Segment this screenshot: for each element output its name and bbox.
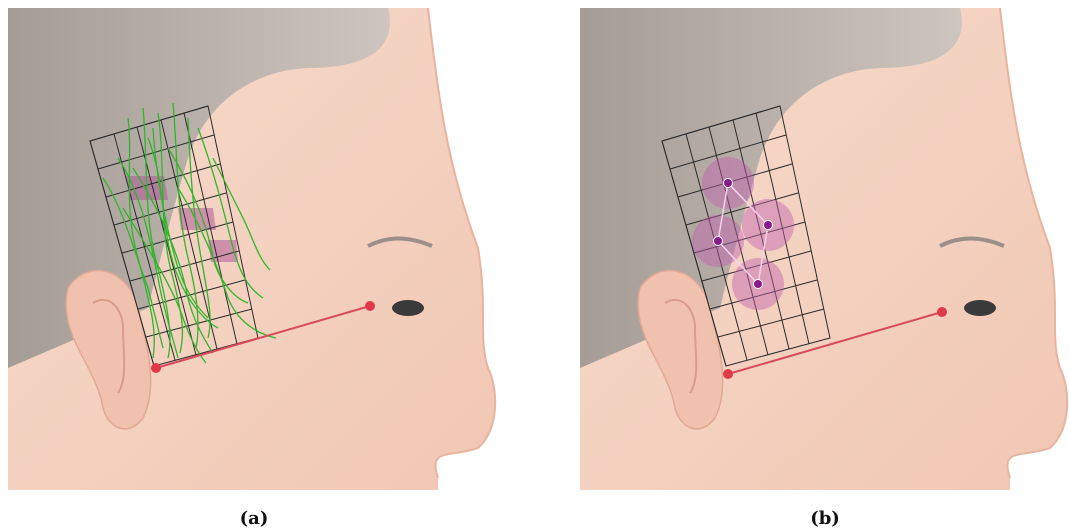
panel-a-illustration <box>8 8 500 490</box>
panel-caption-b: (b) <box>795 508 855 529</box>
graft-point <box>724 179 733 188</box>
face-illustration <box>580 8 1069 490</box>
graft-point <box>714 237 723 246</box>
reference-point <box>365 301 375 311</box>
face-illustration <box>8 8 500 490</box>
panel-b-illustration <box>580 8 1069 490</box>
graft-point <box>764 221 773 230</box>
panel-caption-a: (a) <box>224 508 284 529</box>
reference-point <box>151 363 161 373</box>
reference-point <box>723 369 733 379</box>
graft-point <box>754 280 763 289</box>
reference-point <box>937 307 947 317</box>
